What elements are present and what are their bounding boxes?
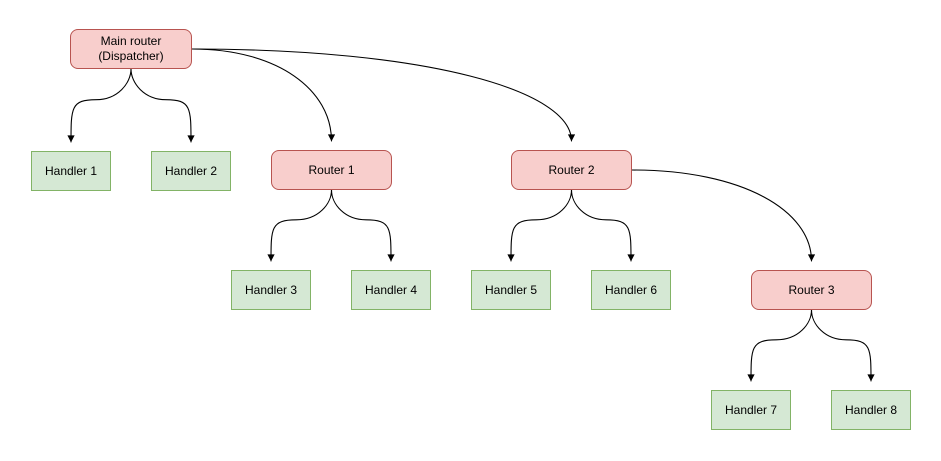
node-label: Handler 3 — [244, 282, 298, 297]
edge-r3-h7 — [747, 309, 813, 382]
edge-r2-h5 — [507, 189, 573, 262]
node-handler-2[interactable]: Handler 2 — [151, 151, 231, 191]
node-label: Handler 7 — [724, 402, 778, 417]
edge-main-h1 — [67, 68, 132, 143]
node-label: Router 2 — [548, 162, 595, 177]
node-handler-1[interactable]: Handler 1 — [31, 151, 111, 191]
node-label: Handler 6 — [604, 282, 658, 297]
node-router-2[interactable]: Router 2 — [511, 150, 632, 190]
node-router-3[interactable]: Router 3 — [751, 270, 872, 310]
node-handler-7[interactable]: Handler 7 — [711, 390, 791, 430]
node-handler-3[interactable]: Handler 3 — [231, 270, 311, 310]
node-label: Router 1 — [308, 162, 355, 177]
node-label: Router 3 — [788, 282, 835, 297]
node-label: Handler 8 — [844, 402, 898, 417]
node-handler-4[interactable]: Handler 4 — [351, 270, 431, 310]
node-label: Handler 1 — [44, 163, 98, 178]
node-main-router[interactable]: Main router (Dispatcher) — [70, 29, 192, 69]
edge-r3-h8 — [810, 309, 875, 382]
edge-main-r2 — [191, 48, 576, 142]
edge-r2-h6 — [570, 189, 635, 262]
edge-r2-r3 — [631, 169, 816, 262]
node-handler-5[interactable]: Handler 5 — [471, 270, 551, 310]
node-handler-8[interactable]: Handler 8 — [831, 390, 911, 430]
edge-r1-h3 — [267, 189, 333, 262]
node-label: Main router (Dispatcher) — [98, 34, 164, 63]
node-label: Handler 4 — [364, 282, 418, 297]
node-router-1[interactable]: Router 1 — [271, 150, 392, 190]
edge-r1-h4 — [330, 189, 395, 262]
node-label: Handler 5 — [484, 282, 538, 297]
node-handler-6[interactable]: Handler 6 — [591, 270, 671, 310]
edge-main-h2 — [130, 68, 195, 143]
edge-main-r1 — [191, 48, 336, 142]
node-label: Handler 2 — [164, 163, 218, 178]
